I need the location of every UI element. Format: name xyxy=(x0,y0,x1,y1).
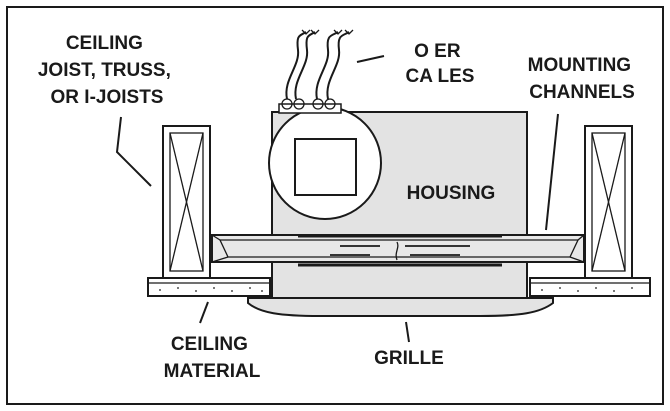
ceiling-material-right xyxy=(529,277,651,297)
label-ceiling-joist: CEILING JOIST, TRUSS, OR I-JOISTS xyxy=(38,33,176,108)
slide-rails xyxy=(298,234,502,267)
label-mounting-channels: MOUNTING CHANNELS xyxy=(528,55,637,103)
diagram-border xyxy=(6,6,664,405)
ceiling-joist-left xyxy=(162,125,211,279)
ceiling-joist-right xyxy=(584,125,633,279)
motor-assembly xyxy=(268,106,382,220)
label-grille: GRILLE xyxy=(374,348,444,369)
grille xyxy=(247,297,554,317)
power-cables xyxy=(285,29,354,100)
label-ceiling-material: CEILING MATERIAL xyxy=(164,334,261,382)
cable-clamps xyxy=(278,98,342,114)
label-housing: HOUSING xyxy=(407,183,496,204)
ceiling-material-left xyxy=(147,277,271,297)
leader-lines xyxy=(115,55,559,343)
label-power-cables: O ER CA LES xyxy=(406,41,475,87)
